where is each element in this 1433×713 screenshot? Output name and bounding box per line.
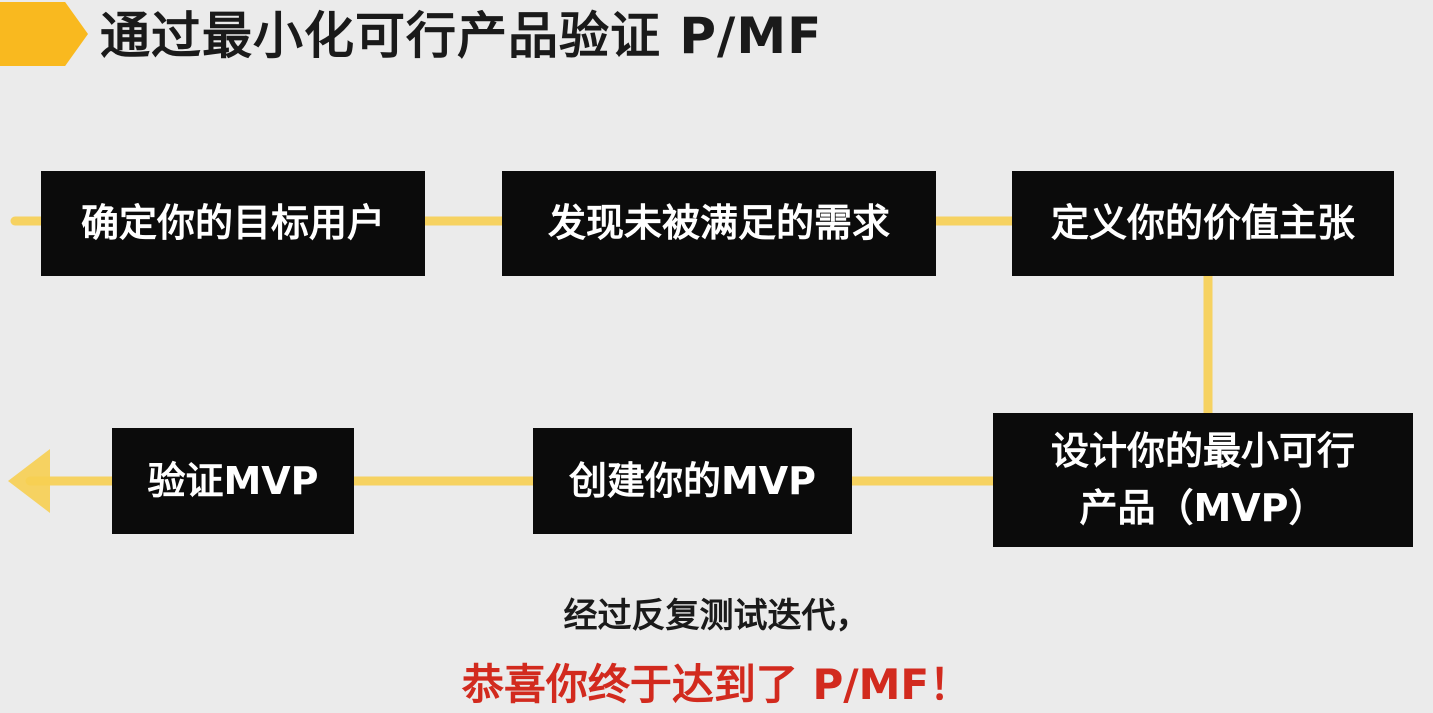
step-validate-mvp: 验证MVP: [112, 428, 354, 534]
step-value-proposition-label: 定义你的价值主张: [1050, 201, 1355, 245]
step-value-proposition: 定义你的价值主张: [1012, 171, 1394, 276]
step-unmet-need-label: 发现未被满足的需求: [547, 201, 890, 245]
caption-congrats: 恭喜你终于达到了 P/MF！: [461, 660, 972, 709]
step-unmet-need: 发现未被满足的需求: [502, 171, 936, 276]
left-arrow-icon: [8, 449, 50, 513]
step-build-mvp-label: 创建你的MVP: [568, 458, 817, 503]
step-target-user: 确定你的目标用户: [41, 171, 425, 276]
step-target-user-label: 确定你的目标用户: [80, 201, 385, 245]
step-validate-mvp-label: 验证MVP: [147, 458, 319, 503]
step-build-mvp: 创建你的MVP: [533, 428, 852, 534]
caption-iteration: 经过反复测试迭代，: [563, 596, 870, 636]
page-title: 通过最小化可行产品验证 P/MF: [100, 7, 823, 65]
step-design-mvp-label: 设计你的最小可行产品（MVP）: [1050, 429, 1355, 530]
step-design-mvp: 设计你的最小可行产品（MVP）: [993, 413, 1413, 547]
